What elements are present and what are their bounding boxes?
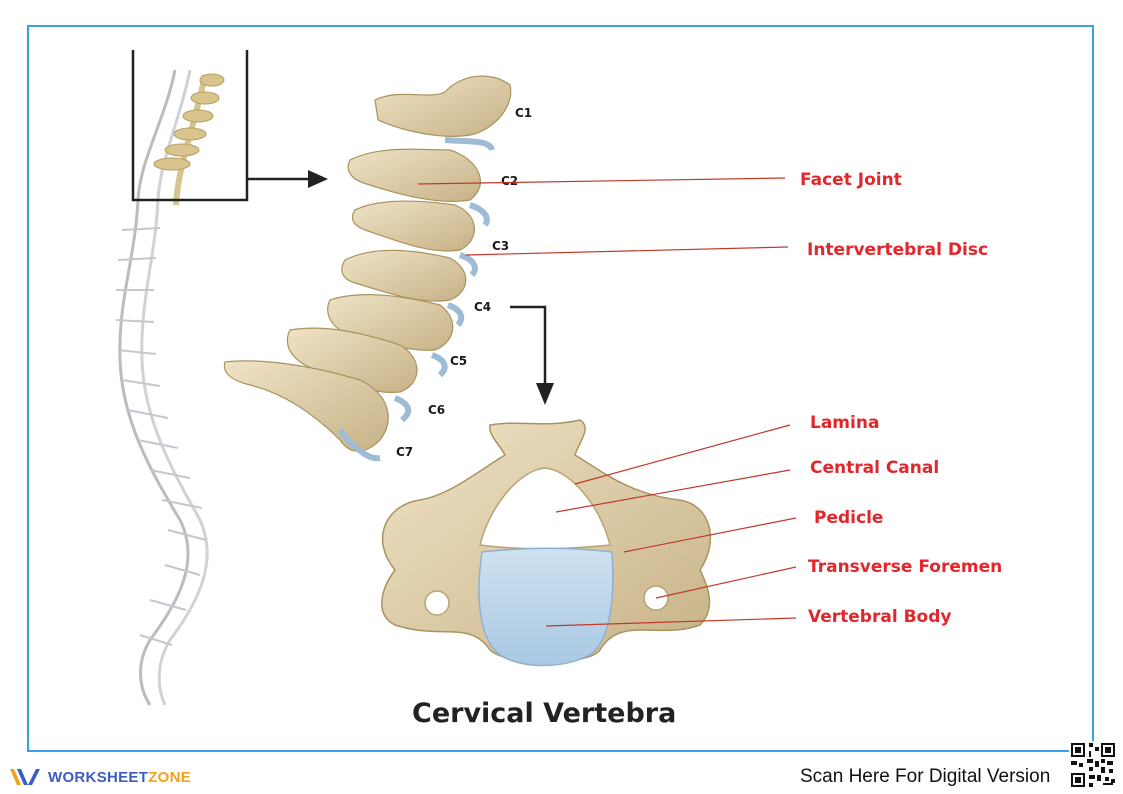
arrow-right-icon xyxy=(308,170,328,188)
diagram-title: Cervical Vertebra xyxy=(412,698,676,729)
vertebra-label-c7: C7 xyxy=(396,445,413,459)
full-spine-illustration xyxy=(118,69,209,706)
label-transverse-foremen: Transverse Foremen xyxy=(808,557,1002,577)
detail-arrow xyxy=(510,305,547,385)
vertebra-label-c6: C6 xyxy=(428,403,445,417)
label-lamina: Lamina xyxy=(810,413,879,433)
vertebra-label-c1: C1 xyxy=(515,106,532,120)
worksheetzone-logo[interactable]: WORKSHEETZONE xyxy=(8,764,191,790)
scan-instruction: Scan Here For Digital Version xyxy=(800,766,1051,787)
brand-name: WORKSHEETZONE xyxy=(48,769,191,786)
label-pedicle: Pedicle xyxy=(814,508,883,528)
vertebra-label-c3: C3 xyxy=(492,239,509,253)
spine-segments xyxy=(115,227,207,646)
cervical-highlight xyxy=(153,73,225,171)
worksheet-frame xyxy=(27,25,1094,752)
label-central-canal: Central Canal xyxy=(810,458,939,478)
arrow-down-icon xyxy=(536,383,554,405)
zoom-bracket xyxy=(131,50,310,202)
qr-code-icon[interactable] xyxy=(1069,741,1117,789)
leader-lines xyxy=(417,177,797,627)
label-intervertebral-disc: Intervertebral Disc xyxy=(807,240,988,260)
label-facet-joint: Facet Joint xyxy=(800,170,902,190)
vertebra-label-c5: C5 xyxy=(450,354,467,368)
label-vertebral-body: Vertebral Body xyxy=(808,607,951,627)
vertebra-label-c2: C2 xyxy=(501,174,518,188)
brand-name-part2: ZONE xyxy=(148,768,192,786)
brand-name-part1: WORKSHEET xyxy=(48,768,149,786)
cervical-stack-illustration xyxy=(223,75,512,462)
vertebra-label-c4: C4 xyxy=(474,300,491,314)
vertebra-top-view xyxy=(381,419,712,667)
worksheetzone-logo-icon xyxy=(10,769,40,785)
